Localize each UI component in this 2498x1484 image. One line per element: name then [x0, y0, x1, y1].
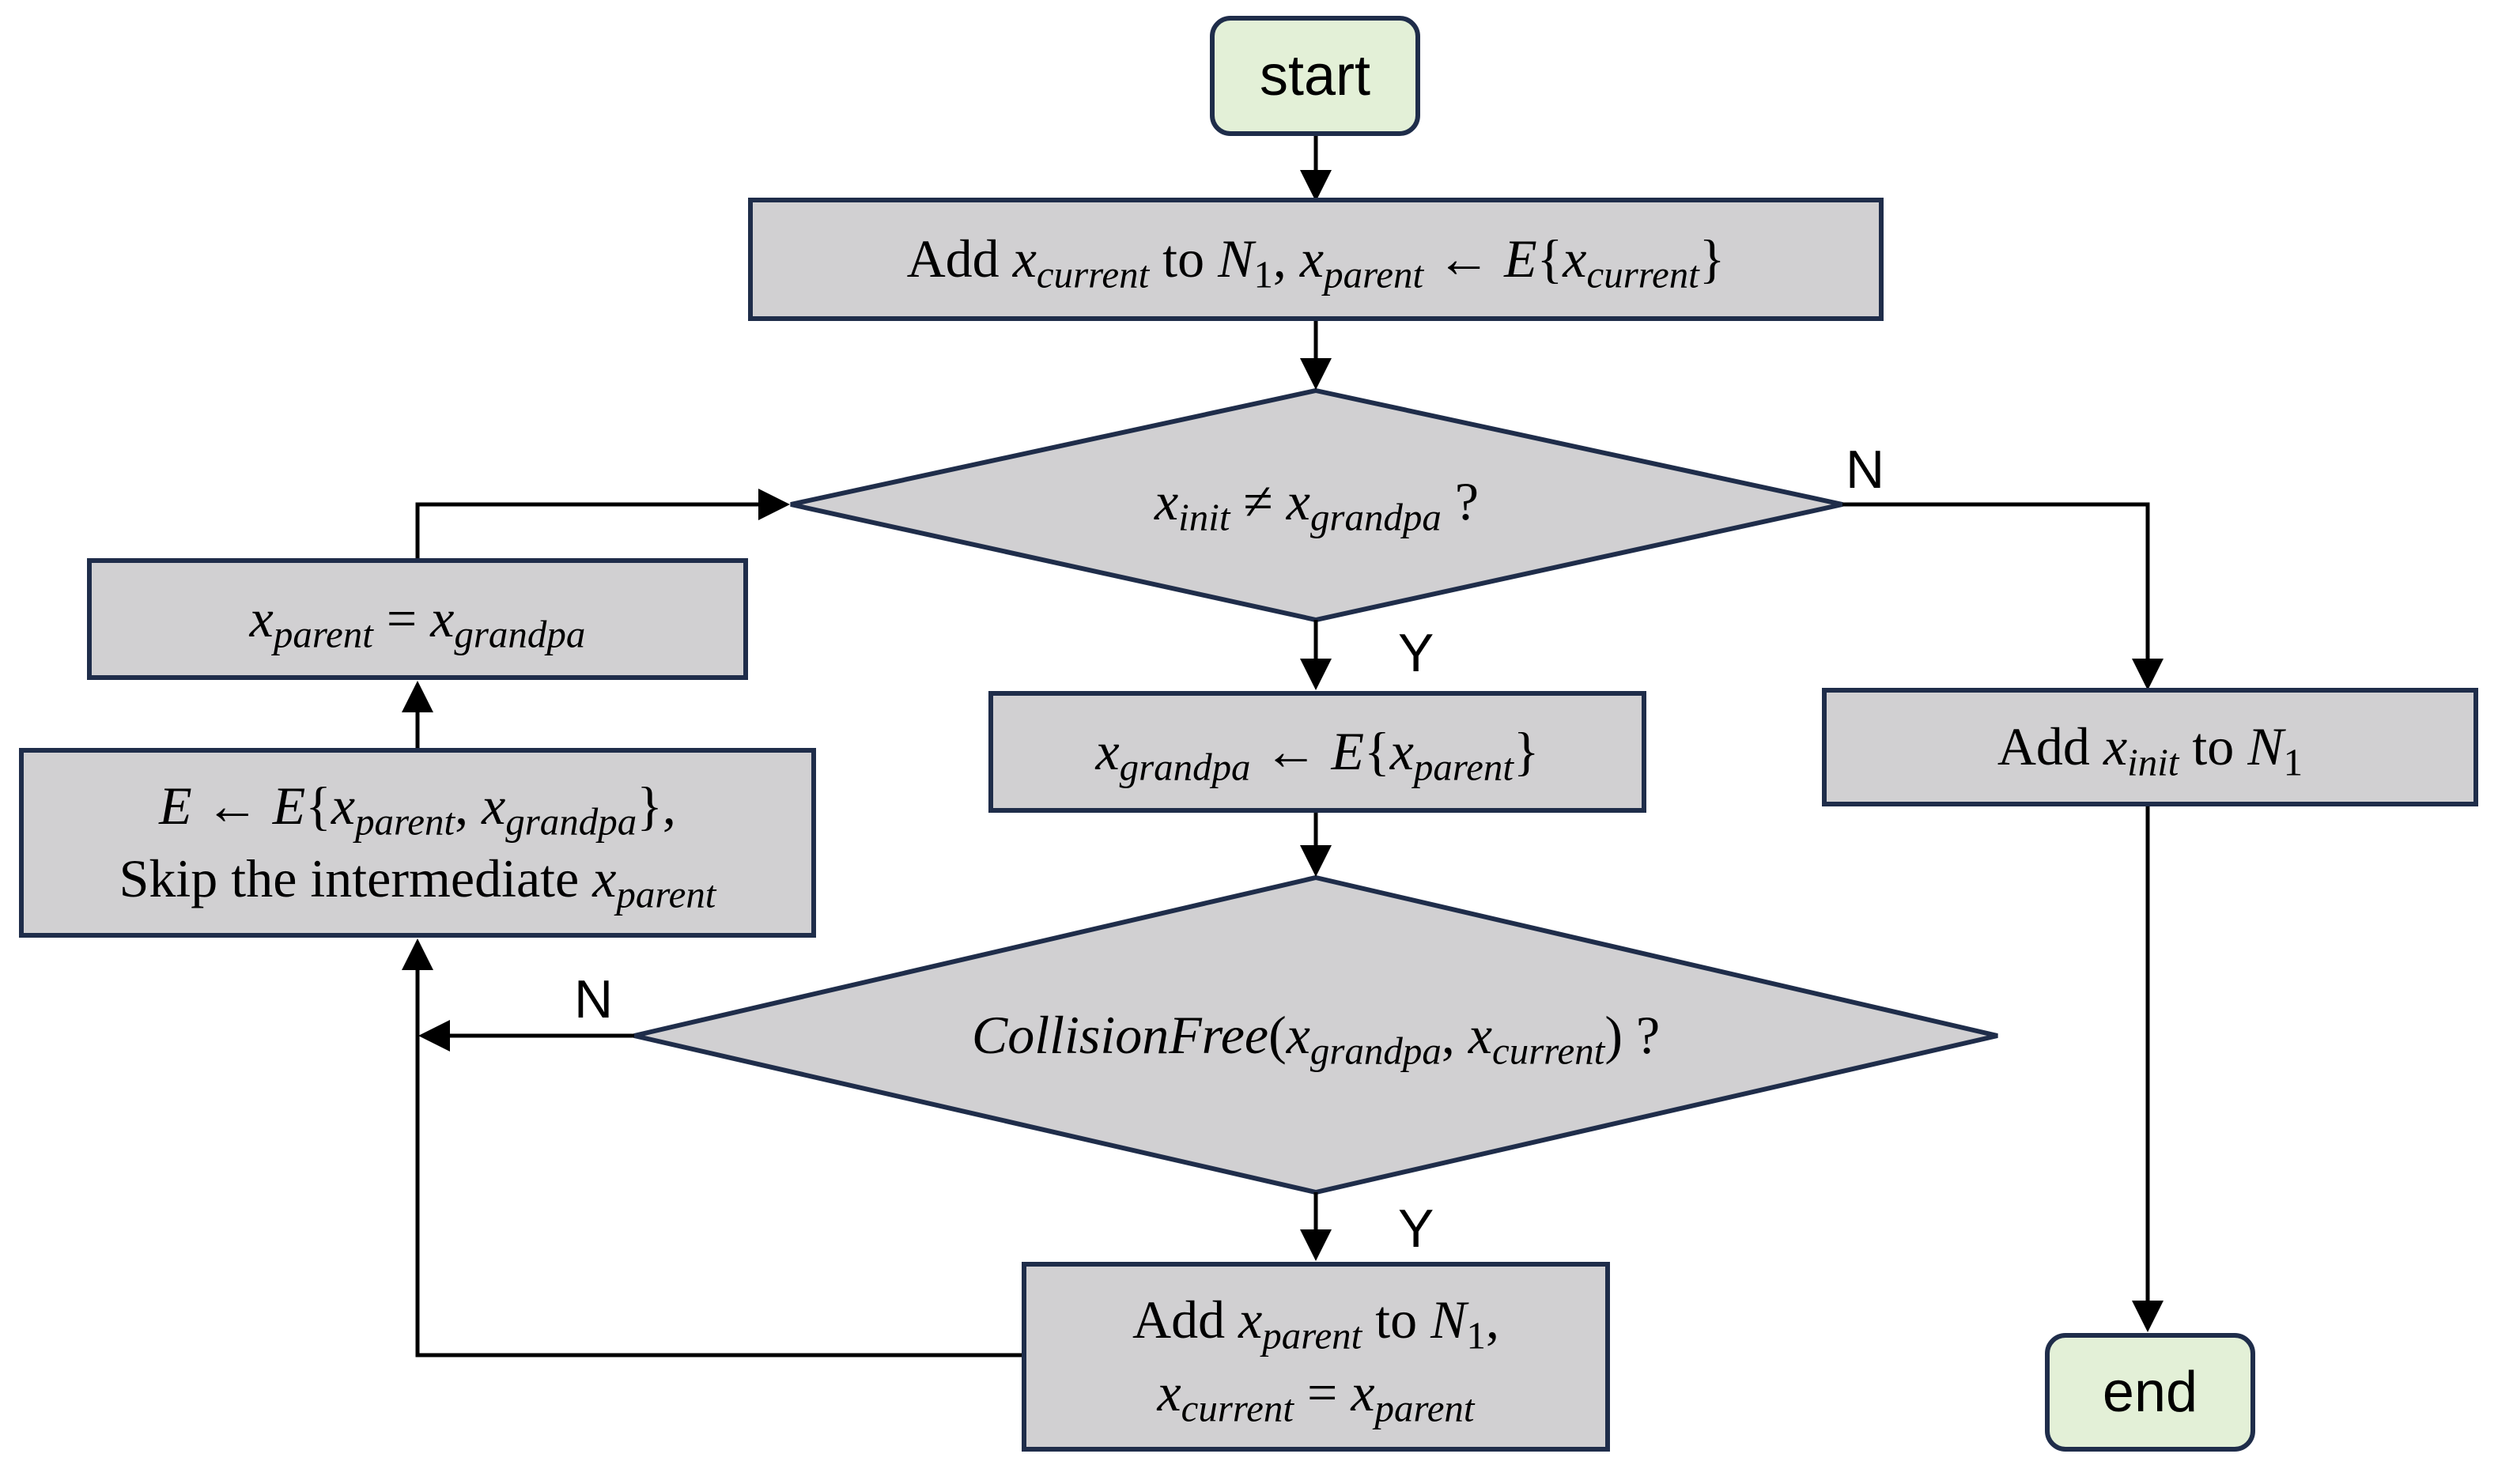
edge-parent-eq-to-decision — [415, 489, 790, 558]
set-grandpa-text: xgrandpa ← E{xparent} — [1095, 721, 1540, 789]
decision-collision: CollisionFree(xgrandpa, xcurrent) ? — [634, 972, 1997, 1099]
update-e-line2: Skip the intermediate xparent — [119, 848, 716, 916]
set-grandpa-process: xgrandpa ← E{xparent} — [988, 691, 1646, 813]
end-label: end — [2102, 1361, 2198, 1424]
add-init-text: Add xinit to N1 — [1997, 716, 2303, 784]
start-label: start — [1259, 44, 1371, 108]
add-init-process: Add xinit to N1 — [1822, 688, 2478, 806]
decision-init-no-label: N — [1846, 440, 1885, 500]
add-current-process: Add xcurrent to N1, xparent ← E{xcurrent… — [748, 198, 1884, 321]
decision-collision-no-label: N — [574, 969, 614, 1029]
add-parent-line1: Add xparent to N1, — [1132, 1290, 1500, 1358]
add-current-text: Add xcurrent to N1, xparent ← E{xcurrent… — [906, 228, 1725, 296]
update-e-line1: E ← E{xparent, xgrandpa}, — [159, 776, 676, 844]
decision-init: xinit ≠ xgrandpa ? — [791, 443, 1842, 561]
decision-collision-yes-label: Y — [1398, 1199, 1434, 1259]
decision-collision-text: CollisionFree(xgrandpa, xcurrent) ? — [971, 1005, 1661, 1073]
update-e-process: E ← E{xparent, xgrandpa}, Skip the inter… — [19, 748, 816, 938]
add-parent-line2: xcurrent = xparent — [1157, 1362, 1475, 1430]
edge-add-parent-loop — [402, 938, 1022, 1358]
decision-init-yes-label: Y — [1398, 623, 1434, 683]
edge-decision-init-no — [1842, 502, 2164, 690]
add-parent-process: Add xparent to N1, xcurrent = xparent — [1022, 1262, 1610, 1452]
parent-eq-grandpa-process: xparent = xgrandpa — [87, 558, 748, 680]
end-terminal: end — [2045, 1333, 2255, 1452]
start-terminal: start — [1210, 16, 1420, 136]
parent-eq-grandpa-text: xparent = xgrandpa — [249, 588, 586, 656]
decision-init-text: xinit ≠ xgrandpa ? — [1154, 471, 1480, 539]
